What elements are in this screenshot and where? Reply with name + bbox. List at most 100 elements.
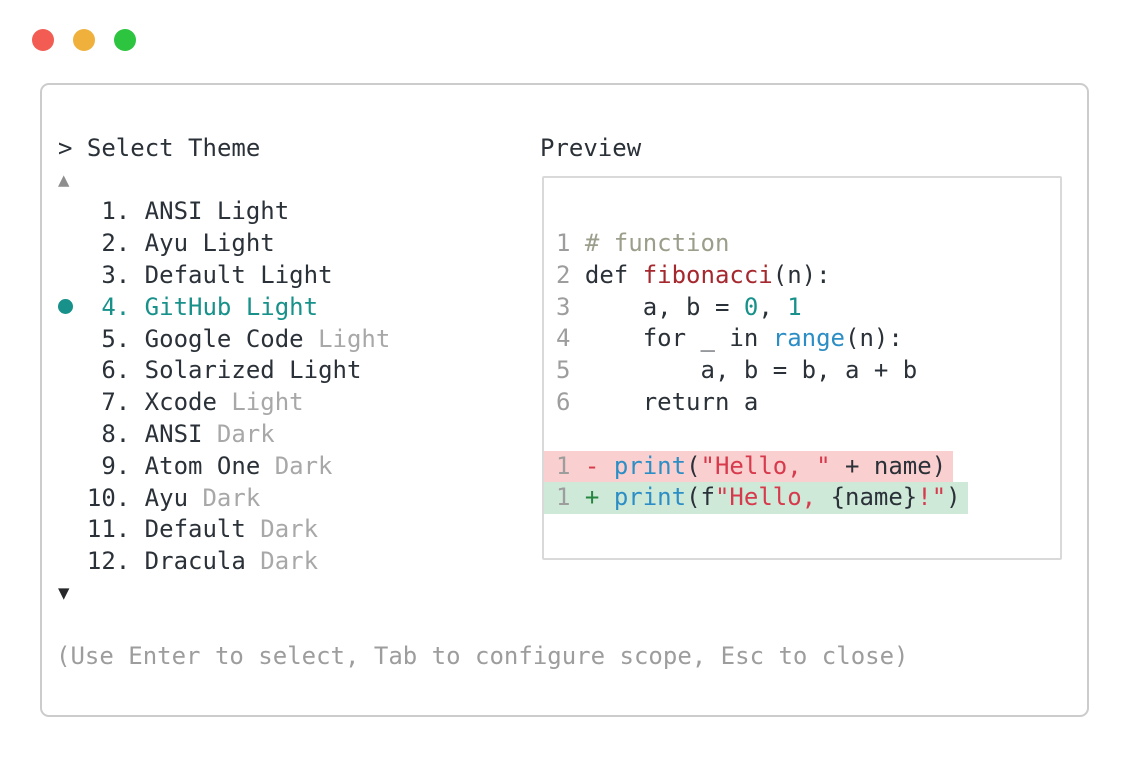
bullet-placeholder <box>58 386 72 418</box>
code-segment-plain: (n): <box>845 324 903 353</box>
code-segment-plain: a, b = <box>584 292 744 321</box>
theme-label: Solarized Light <box>144 356 362 385</box>
code-segment-plain: for _ in <box>584 324 773 353</box>
theme-label: Atom One <box>144 451 261 480</box>
minimize-window-icon[interactable] <box>73 29 95 51</box>
code-segment-plain: (f <box>686 483 715 512</box>
bullet-placeholder <box>58 482 72 514</box>
theme-label: Google Code <box>144 324 304 353</box>
code-segment-comment: # function <box>584 229 730 257</box>
bullet-placeholder <box>58 545 72 577</box>
theme-label: GitHub Light <box>144 292 319 321</box>
code-line: 6 return a <box>556 387 1060 419</box>
theme-number: 6. <box>101 356 131 385</box>
theme-number: 12. <box>86 547 131 576</box>
theme-number: 7. <box>101 388 131 417</box>
theme-option-default[interactable]: 11. Default Dark <box>58 514 390 546</box>
theme-label-variant: Light <box>231 388 304 417</box>
window-controls <box>32 29 136 51</box>
maximize-window-icon[interactable] <box>114 29 136 51</box>
scroll-down-icon[interactable]: ▼ <box>58 582 70 605</box>
theme-number: 1. <box>101 197 131 226</box>
selected-dot-icon <box>58 299 73 315</box>
theme-number: 5. <box>101 324 131 353</box>
code-line-diff-removed: 1 - print("Hello, " + name) <box>544 450 1060 483</box>
code-segment-call: print <box>613 451 687 480</box>
bullet-placeholder <box>58 259 72 291</box>
code-segment-call: range <box>772 324 845 353</box>
theme-label: Xcode <box>144 388 217 417</box>
theme-label: Ayu Light <box>144 229 275 258</box>
theme-number: 4. <box>101 292 131 321</box>
selected-bullet-icon <box>58 291 73 323</box>
theme-number: 10. <box>86 483 131 512</box>
code-segment-string: !" <box>917 483 947 512</box>
scroll-up-icon[interactable]: ▲ <box>58 168 70 191</box>
theme-label: ANSI Light <box>144 197 290 226</box>
code-segment-string: "Hello, <box>714 483 831 512</box>
keyboard-hint-text: (Use Enter to select, Tab to configure s… <box>56 642 909 671</box>
theme-option-ayu-light[interactable]: 2. Ayu Light <box>58 227 390 259</box>
code-line: 1 # function <box>556 228 1060 260</box>
code-line: 5 a, b = b, a + b <box>556 355 1060 387</box>
code-segment-plain: ( <box>686 451 701 480</box>
code-line-diff-added: 1 + print(f"Hello, {name}!") <box>544 482 1060 515</box>
code-segment-number: 1 <box>787 292 802 321</box>
theme-label: Default Light <box>144 261 333 290</box>
code-segment-plain: a, b = b, a + b <box>584 356 918 385</box>
theme-label-variant: Dark <box>260 515 319 544</box>
code-segment-plain: + name) <box>830 451 947 480</box>
theme-option-ayu[interactable]: 10. Ayu Dark <box>58 482 390 514</box>
theme-label-variant: Dark <box>260 547 319 576</box>
theme-number: 2. <box>101 229 131 258</box>
code-segment-ln: 4 <box>556 324 585 353</box>
diff-highlight-removed: 1 - print("Hello, " + name) <box>544 450 954 483</box>
theme-label-variant: Dark <box>202 483 261 512</box>
theme-number: 8. <box>101 420 131 449</box>
code-segment-plain: (n): <box>772 260 831 289</box>
code-line: 3 a, b = 0, 1 <box>556 292 1060 324</box>
theme-label: ANSI <box>144 420 203 449</box>
theme-option-github-light[interactable]: 4. GitHub Light <box>58 291 390 323</box>
code-segment-ln: 1 <box>556 451 585 480</box>
code-line: 4 for _ in range(n): <box>556 323 1060 355</box>
theme-label: Ayu <box>144 483 189 512</box>
theme-label: Default <box>144 515 246 544</box>
code-line <box>556 419 1060 451</box>
theme-option-ansi-light[interactable]: 1. ANSI Light <box>58 196 390 228</box>
bullet-placeholder <box>58 418 72 450</box>
bullet-placeholder <box>58 227 72 259</box>
code-segment-plain: , <box>758 292 788 321</box>
bullet-placeholder <box>58 323 72 355</box>
code-segment-ln: 6 <box>556 387 585 416</box>
code-segment-plain: def <box>584 260 643 289</box>
theme-number: 3. <box>101 261 131 290</box>
code-segment-plain: return a <box>584 387 759 416</box>
code-segment-ln: 1 <box>556 483 585 512</box>
close-window-icon[interactable] <box>32 29 54 51</box>
theme-option-google-code[interactable]: 5. Google Code Light <box>58 323 390 355</box>
code-segment-string: "Hello, " <box>700 451 831 480</box>
code-segment-diff-plus: + <box>584 483 614 512</box>
theme-label-variant: Light <box>318 324 391 353</box>
code-segment-ln: 5 <box>556 356 585 385</box>
bullet-placeholder <box>58 450 72 482</box>
theme-number: 11. <box>86 515 131 544</box>
theme-option-xcode[interactable]: 7. Xcode Light <box>58 386 390 418</box>
diff-highlight-added: 1 + print(f"Hello, {name}!") <box>544 482 968 515</box>
code-segment-ln: 2 <box>556 260 585 289</box>
preview-heading: Preview <box>540 133 642 162</box>
code-segment-number: 0 <box>743 292 759 321</box>
theme-option-default-light[interactable]: 3. Default Light <box>58 259 390 291</box>
bullet-placeholder <box>58 196 72 228</box>
code-line: 2 def fibonacci(n): <box>556 260 1060 292</box>
theme-option-solarized-light[interactable]: 6. Solarized Light <box>58 355 390 387</box>
code-segment-plain: ) <box>946 483 961 512</box>
